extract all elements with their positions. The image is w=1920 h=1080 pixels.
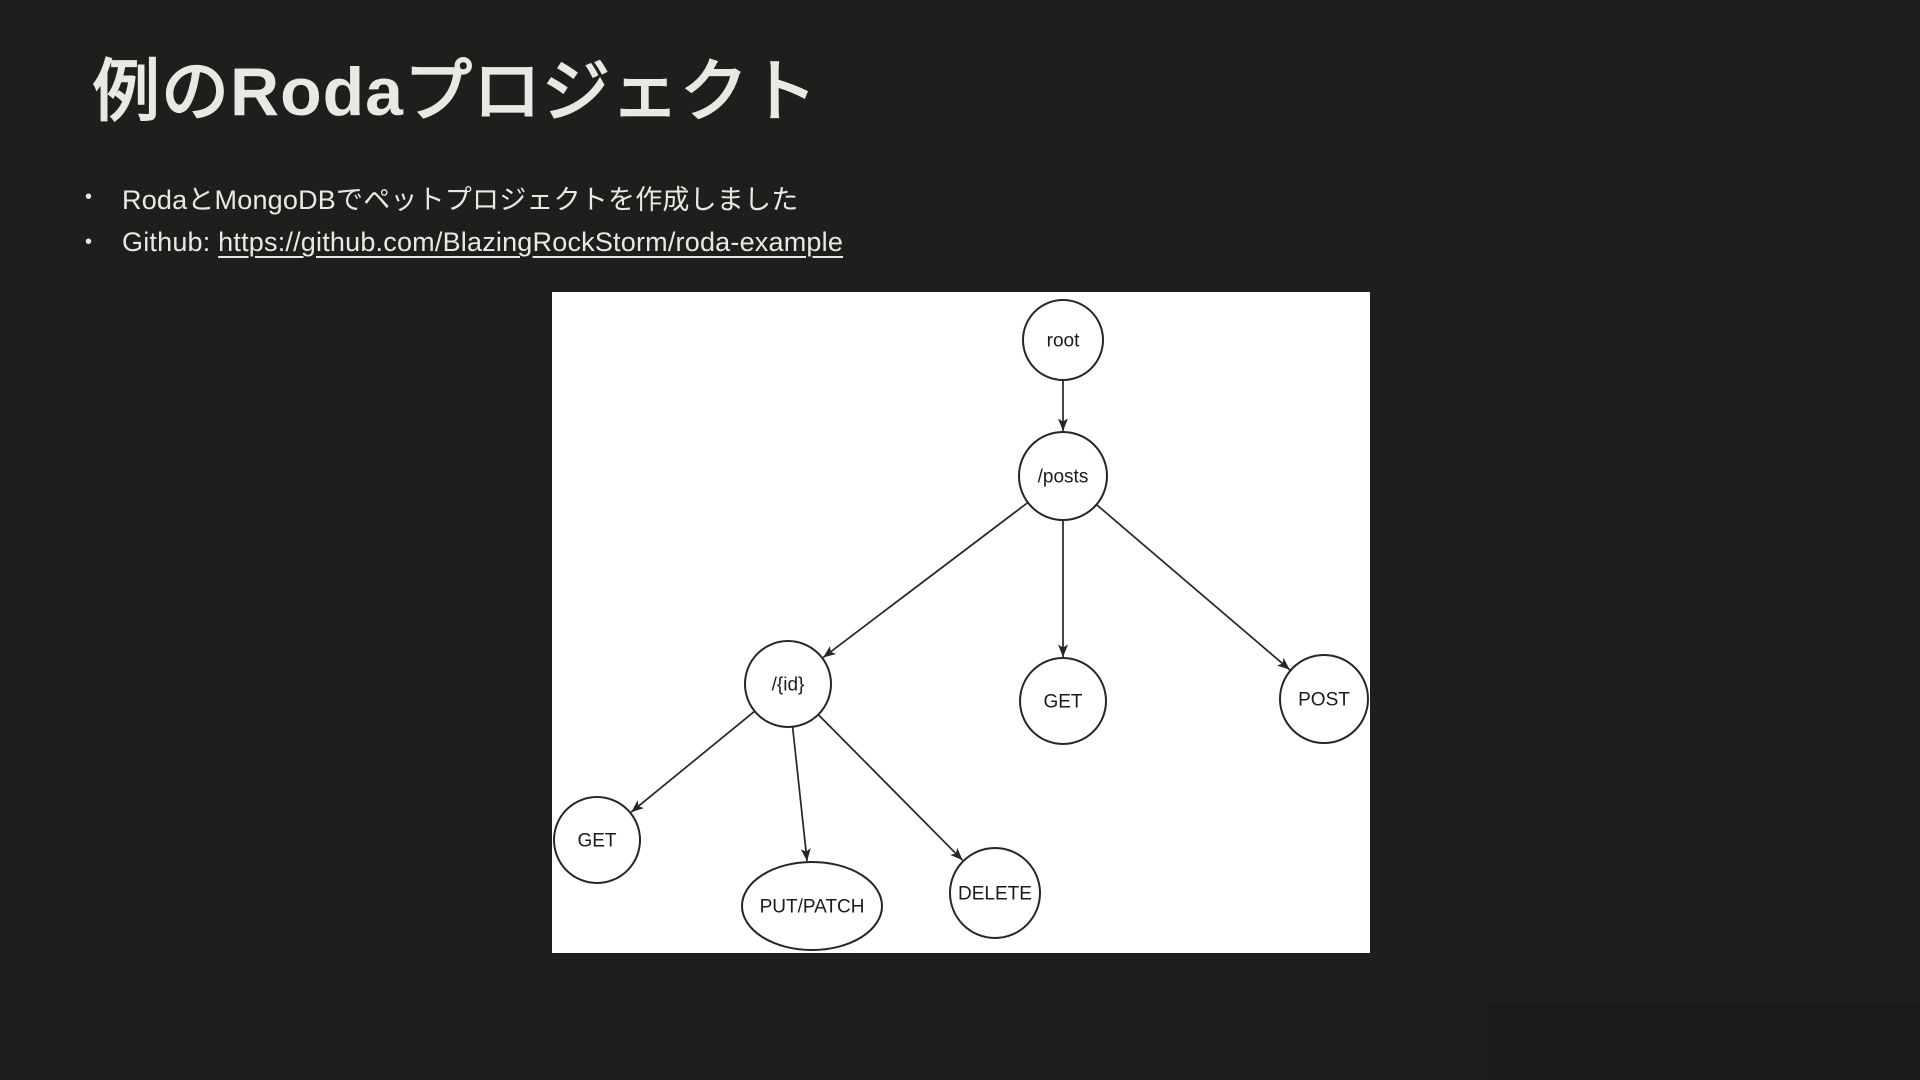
diagram-edges: [630, 380, 1291, 862]
diagram-edge-posts-id: [822, 501, 1029, 659]
diagram-edge-id-get_id: [630, 710, 756, 813]
slide-title: 例のRodaプロジェクト: [92, 54, 819, 130]
diagram-node-post: POST: [1279, 654, 1369, 744]
diagram-node-label: root: [1047, 331, 1080, 352]
github-label: Github:: [122, 227, 219, 257]
diagram-edge-posts-post: [1095, 503, 1291, 671]
diagram-node-label: PUT/PATCH: [760, 897, 865, 918]
diagram-svg: root/posts /{id} GET POST GET PUT/PATCH DELETE: [553, 299, 1369, 951]
diagram-node-label: /posts: [1038, 467, 1089, 488]
corner-shade: [1488, 1002, 1920, 1080]
diagram-node-get_posts: GET: [1019, 657, 1107, 745]
bullet-dot: •: [85, 186, 93, 208]
diagram-node-label: /{id}: [772, 675, 805, 696]
diagram-nodes: root/posts /{id} GET POST GET PUT/PATCH DELETE: [553, 299, 1369, 951]
diagram-node-get_id: GET: [553, 796, 641, 884]
diagram-node-label: GET: [577, 831, 616, 852]
bullet-list: • RodaとMongoDBでペットプロジェクトを作成しました • Github…: [85, 175, 843, 265]
diagram-node-label: DELETE: [958, 884, 1032, 905]
diagram-node-label: POST: [1298, 690, 1350, 711]
diagram-node-put_patch: PUT/PATCH: [741, 861, 883, 951]
diagram-node-root: root: [1022, 299, 1104, 381]
diagram-edge-id-put_patch: [791, 726, 811, 862]
bullet-text: Github: https://github.com/BlazingRockSt…: [122, 227, 843, 258]
bullet-dot: •: [85, 231, 93, 253]
diagram-node-label: GET: [1043, 692, 1082, 713]
github-link[interactable]: https://github.com/BlazingRockStorm/roda…: [218, 227, 844, 257]
diagram-node-posts: /posts: [1018, 431, 1108, 521]
bullet-item: • RodaとMongoDBでペットプロジェクトを作成しました: [85, 175, 843, 220]
bullet-item: • Github: https://github.com/BlazingRock…: [85, 220, 843, 265]
diagram-edge-id-delete: [817, 714, 964, 861]
bullet-text: RodaとMongoDBでペットプロジェクトを作成しました: [122, 185, 799, 215]
diagram-node-id: /{id}: [744, 640, 832, 728]
routes-diagram-image: root/posts /{id} GET POST GET PUT/PATCH DELETE: [552, 292, 1370, 953]
diagram-node-delete: DELETE: [949, 847, 1041, 939]
